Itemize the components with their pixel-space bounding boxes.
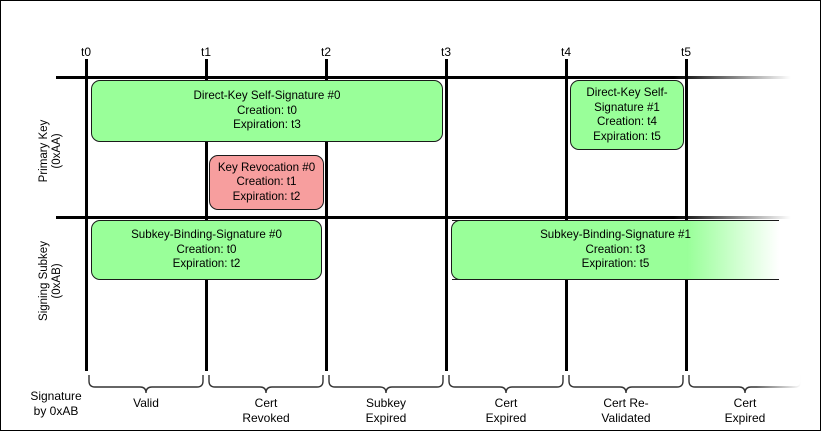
time-tick-label-t0: t0	[80, 45, 91, 59]
time-gridline-t2	[325, 59, 328, 371]
brace-span-cert-expired-1	[448, 375, 564, 394]
time-gridline-t3	[445, 59, 448, 371]
signature-box-text: Subkey-Binding-Signature #0 Creation: t0…	[131, 228, 282, 271]
time-tick-label-t4: t4	[560, 45, 571, 59]
time-tick-label-t3: t3	[440, 45, 451, 59]
signature-box-text: Direct-Key Self-Signature #0 Creation: t…	[193, 89, 341, 132]
span-label-span-cert-expired-1: Cert Expired	[485, 396, 527, 425]
time-gridline-t4	[565, 59, 568, 371]
span-label-span-cert-expired-2: Cert Expired	[724, 396, 766, 425]
footer-corner-label: Signature by 0xAB	[30, 389, 82, 418]
signature-box-subkey-binding-signature-0[interactable]: Subkey-Binding-Signature #0 Creation: t0…	[91, 220, 322, 280]
span-label-span-valid: Valid	[133, 396, 159, 410]
time-gridline-t0	[85, 59, 88, 371]
signature-box-direct-key-self-signature-1[interactable]: Direct-Key Self- Signature #1 Creation: …	[570, 80, 684, 150]
brace-span-subkey-expired	[328, 375, 444, 394]
signature-box-subkey-binding-signature-1[interactable]: Subkey-Binding-Signature #1 Creation: t3…	[451, 219, 779, 281]
time-gridline-t5	[685, 59, 688, 371]
signature-box-text: Subkey-Binding-Signature #1 Creation: t3…	[540, 228, 691, 271]
signature-box-text: Key Revocation #0 Creation: t1 Expiratio…	[217, 160, 316, 203]
signature-box-text: Direct-Key Self- Signature #1 Creation: …	[586, 86, 668, 143]
row-separator-primary-key	[56, 76, 791, 79]
brace-span-cert-revalidated	[568, 375, 684, 394]
signature-box-direct-key-self-signature-0[interactable]: Direct-Key Self-Signature #0 Creation: t…	[91, 80, 443, 142]
time-tick-label-t5: t5	[680, 45, 691, 59]
signature-box-key-revocation-0[interactable]: Key Revocation #0 Creation: t1 Expiratio…	[209, 155, 324, 210]
time-tick-label-t1: t1	[200, 45, 211, 59]
brace-span-cert-expired-2	[688, 375, 802, 394]
brace-span-cert-revoked	[208, 375, 324, 394]
span-label-span-cert-revalidated: Cert Re- Validated	[601, 396, 651, 425]
time-gridline-t1	[205, 59, 208, 371]
row-separator-signing-subkey	[56, 216, 791, 219]
span-label-span-subkey-expired: Subkey Expired	[365, 396, 407, 425]
span-label-span-cert-revoked: Cert Revoked	[242, 396, 290, 425]
brace-span-valid	[88, 375, 204, 394]
time-tick-label-t2: t2	[320, 45, 331, 59]
